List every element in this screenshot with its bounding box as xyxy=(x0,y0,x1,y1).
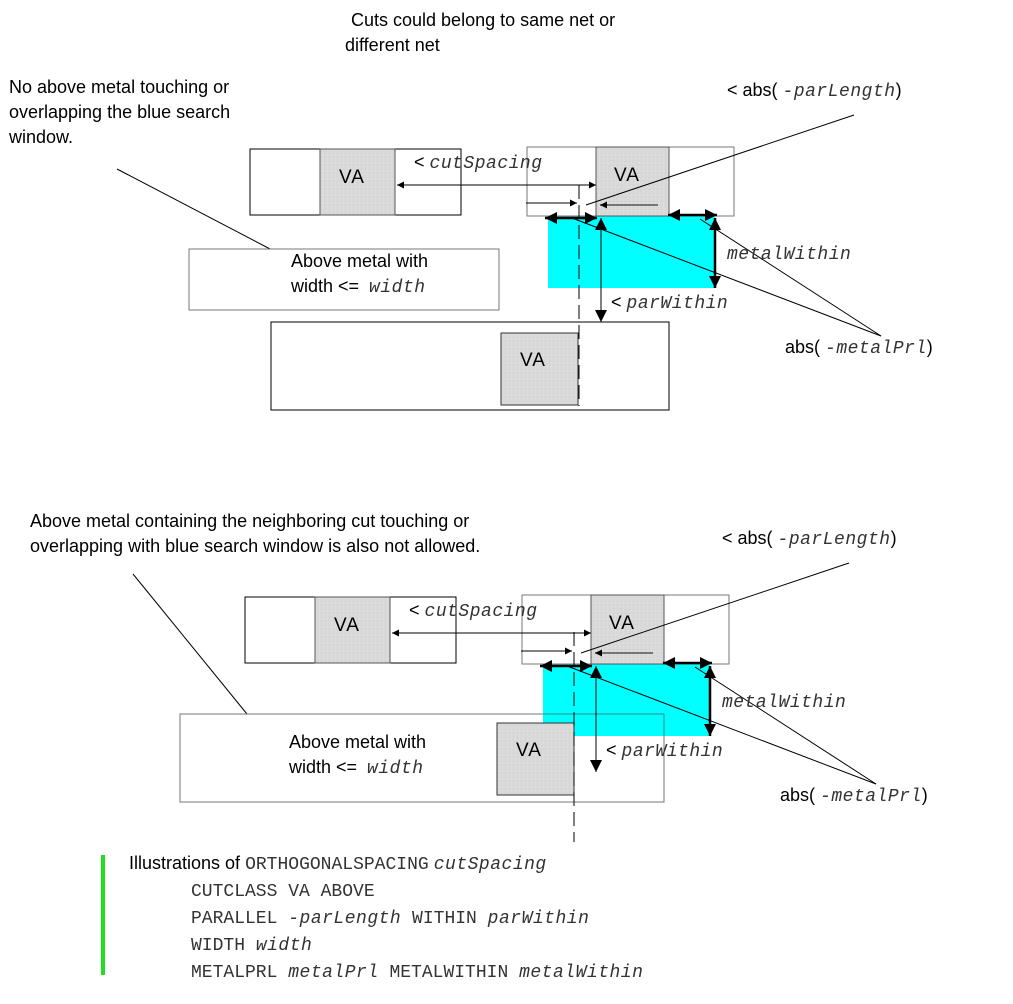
legend-keyword: WIDTH xyxy=(191,936,256,956)
bottom-neighbor-cut-label: VA xyxy=(516,740,542,761)
bottom-metal-box-label: Above metal with width <= width xyxy=(289,730,426,782)
top-parlength-label: < abs( -parLength) xyxy=(727,78,902,104)
top-header-note-line: Cuts could belong to same net or xyxy=(351,10,616,30)
legend-keyword: METALPRL xyxy=(191,963,289,983)
legend-variable: width xyxy=(255,936,313,956)
top-cutspacing-label: < cutSpacing xyxy=(414,150,543,176)
label-var: parWithin xyxy=(621,742,724,762)
top-header-note: Cuts could belong to same net or xyxy=(351,8,615,33)
label-prefix: width <= xyxy=(291,276,370,296)
label-suffix: ) xyxy=(890,528,897,548)
label-prefix: < xyxy=(606,740,622,760)
legend-variable: metalPrl xyxy=(288,963,379,983)
bottom-metalprl-leader-2 xyxy=(694,666,877,785)
legend-syntax-line: WIDTH width xyxy=(129,932,643,959)
legend-keyword: ORTHOGONALSPACING xyxy=(245,855,429,875)
bottom-left-note-line: overlapping with blue search window is a… xyxy=(30,536,481,556)
legend-syntax-line: METALPRL metalPrl METALWITHIN metalWithi… xyxy=(129,959,643,986)
label-suffix: ) xyxy=(895,80,902,100)
label-prefix: < abs( xyxy=(727,80,783,100)
label-prefix: < abs( xyxy=(722,528,778,548)
legend-intro: Illustrations of xyxy=(129,853,246,873)
legend: Illustrations of ORTHOGONALSPACING cutSp… xyxy=(129,851,643,986)
top-right-cut-label: VA xyxy=(614,165,640,186)
label-var: parWithin xyxy=(626,294,729,314)
top-left-note-line: window. xyxy=(9,127,74,147)
bottom-parlength-label: < abs( -parLength) xyxy=(722,526,897,552)
top-metalprl-label: abs( -metalPrl) xyxy=(785,335,933,361)
bottom-left-note: Above metal containing the neighboring c… xyxy=(30,509,480,559)
label-var: cutSpacing xyxy=(424,602,538,622)
bottom-left-note-line: Above metal containing the neighboring c… xyxy=(30,511,470,531)
legend-title: Illustrations of ORTHOGONALSPACING cutSp… xyxy=(129,851,643,878)
label-var: -metalPrl xyxy=(825,339,927,359)
legend-variable: metalWithin xyxy=(519,963,644,983)
metal-box-line-1: Above metal with xyxy=(289,732,427,752)
label-var: width xyxy=(369,278,426,298)
bottom-metalprl-label: abs( -metalPrl) xyxy=(780,783,928,809)
legend-variable: -parLength xyxy=(288,909,402,929)
bottom-neighbor-cut xyxy=(496,722,575,796)
top-left-cut xyxy=(319,148,396,216)
top-metal-box-label: Above metal with width <= width xyxy=(291,249,428,301)
legend-syntax-line: CUTCLASS VA ABOVE xyxy=(129,878,643,905)
top-search-window xyxy=(548,216,715,288)
bottom-parlength-leader xyxy=(580,562,850,654)
label-suffix: ) xyxy=(921,785,928,805)
metal-box-line-2: width <= width xyxy=(291,274,428,301)
bottom-left-cut xyxy=(314,596,391,664)
bottom-left-cut-label: VA xyxy=(334,615,360,636)
label-prefix: abs( xyxy=(785,337,826,357)
top-left-note-line: overlapping the blue search xyxy=(9,102,231,122)
label-var: -parLength xyxy=(782,82,896,102)
bottom-metalwithin-label: metalWithin xyxy=(722,693,847,713)
top-parwithin-label: < parWithin xyxy=(611,290,728,316)
top-bottom-metal xyxy=(270,321,670,411)
bottom-right-cut-label: VA xyxy=(609,613,635,634)
bottom-diagram xyxy=(132,562,877,842)
label-suffix: ) xyxy=(926,337,933,357)
top-bottom-cut-label: VA xyxy=(520,350,546,371)
legend-keyword: METALWITHIN xyxy=(378,963,520,983)
top-metalprl-leader-1 xyxy=(571,217,882,337)
bottom-note-leader xyxy=(132,573,248,715)
metal-box-line-1: Above metal with xyxy=(291,251,429,271)
legend-variable: parWithin xyxy=(487,909,590,929)
legend-lines: CUTCLASS VA ABOVE PARALLEL -parLength WIT… xyxy=(129,878,643,986)
label-var: cutSpacing xyxy=(429,154,543,174)
top-header-note-2: different net xyxy=(345,33,440,58)
metal-box-line-2: width <= width xyxy=(289,755,426,782)
label-prefix: abs( xyxy=(780,785,821,805)
top-metalprl-leader-2 xyxy=(699,218,882,337)
top-parlength-leader xyxy=(585,114,855,206)
label-prefix: < xyxy=(611,292,627,312)
legend-keyword: WITHIN xyxy=(401,909,488,929)
top-note-leader xyxy=(116,168,273,251)
legend-var: cutSpacing xyxy=(433,855,547,875)
label-var: -metalPrl xyxy=(820,787,922,807)
legend-change-bar xyxy=(101,855,105,975)
top-bottom-cut xyxy=(500,332,579,406)
bottom-cutspacing-label: < cutSpacing xyxy=(409,598,538,624)
top-metalwithin-label: metalWithin xyxy=(727,245,852,265)
label-prefix: < xyxy=(409,600,425,620)
label-var: width xyxy=(367,759,424,779)
bottom-metalprl-leader-1 xyxy=(566,665,877,785)
top-left-note-line: No above metal touching or xyxy=(9,77,230,97)
label-prefix: width <= xyxy=(289,757,368,777)
legend-keyword: PARALLEL xyxy=(191,909,289,929)
top-above-metal-box xyxy=(188,248,500,311)
top-left-note: No above metal touching or overlapping t… xyxy=(9,75,230,150)
top-header-note-line: different net xyxy=(345,35,440,55)
label-var: -parLength xyxy=(777,530,891,550)
top-diagram xyxy=(116,114,882,411)
legend-syntax-line: PARALLEL -parLength WITHIN parWithin xyxy=(129,905,643,932)
legend-keyword: CUTCLASS VA ABOVE xyxy=(191,882,375,902)
top-left-cut-label: VA xyxy=(339,167,365,188)
label-prefix: < xyxy=(414,152,430,172)
bottom-parwithin-label: < parWithin xyxy=(606,738,723,764)
